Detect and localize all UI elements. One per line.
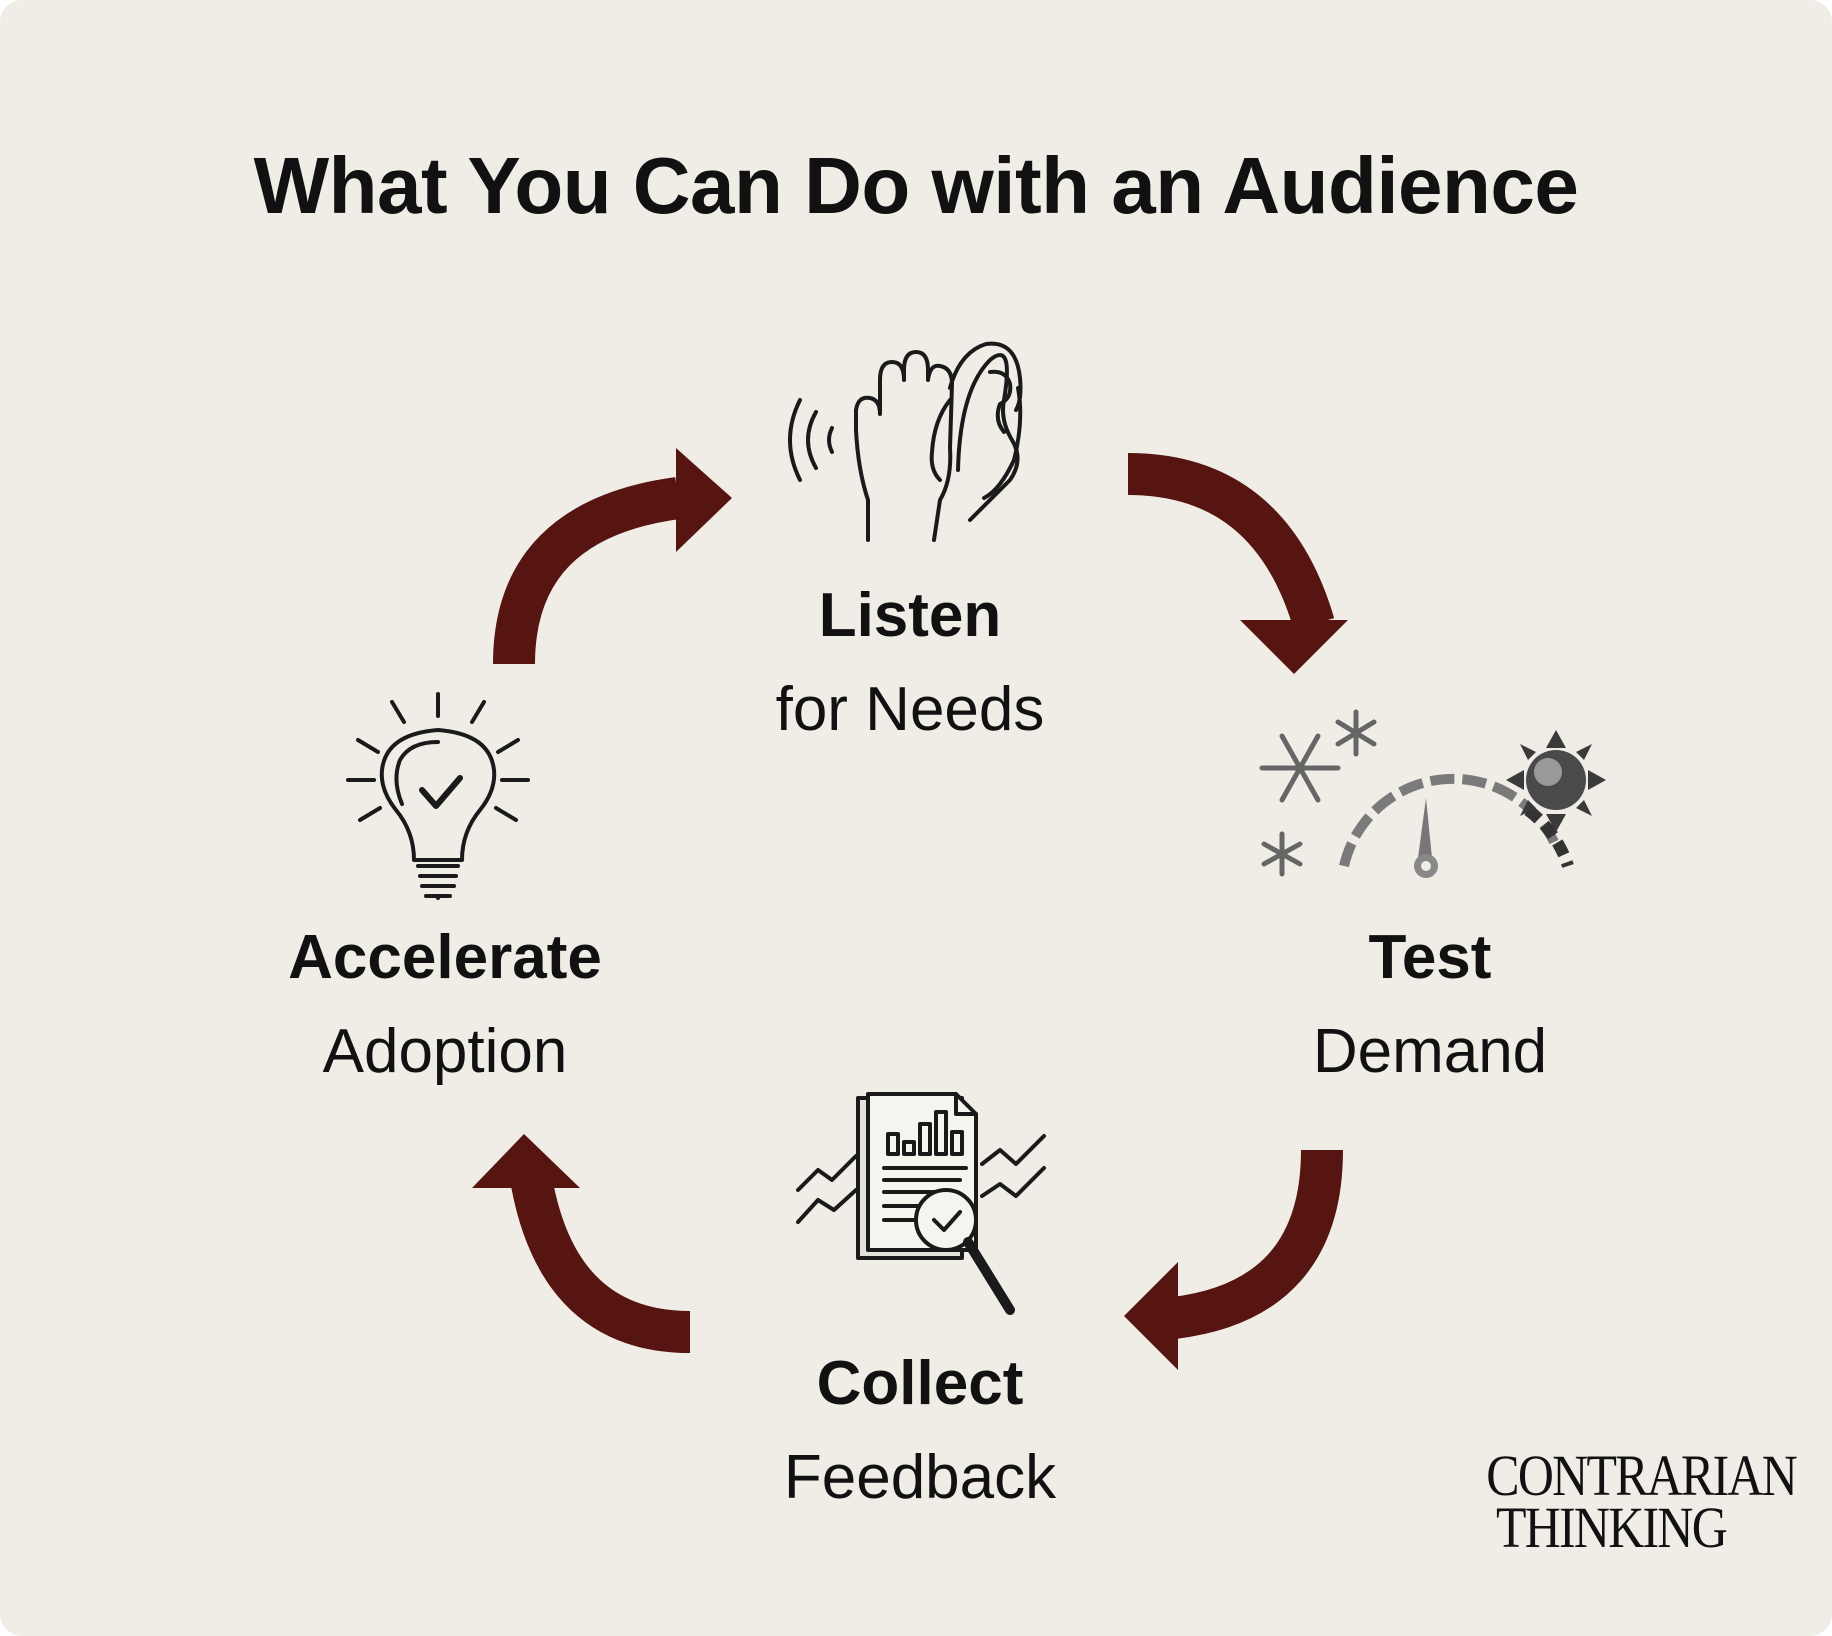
step-test-heading: Test: [1368, 923, 1492, 992]
arrow-accelerate-to-listen: [493, 448, 732, 665]
listening-ear-hand-icon: [788, 341, 1023, 542]
report-magnifier-icon: [796, 1092, 1046, 1315]
arrow-test-to-collect: [1124, 1149, 1343, 1370]
step-listen-subtitle: for Needs: [775, 675, 1045, 744]
step-accelerate-heading: Accelerate: [288, 923, 602, 992]
step-collect: Collect Feedback: [700, 1348, 1140, 1514]
step-listen: Listen for Needs: [700, 580, 1120, 746]
brand-line-2: THINKING: [1495, 1495, 1728, 1560]
step-test-subtitle: Demand: [1312, 1017, 1548, 1086]
step-accelerate: Accelerate Adoption: [220, 922, 670, 1088]
lightbulb-check-icon: [346, 692, 530, 900]
step-listen-heading: Listen: [818, 581, 1002, 650]
step-test: Test Demand: [1200, 922, 1660, 1088]
brand-logo: CONTRARIAN THINKING: [1486, 1443, 1798, 1560]
cycle-arrows: [472, 448, 1348, 1370]
arrow-collect-to-accelerate: [472, 1134, 691, 1353]
gauge-snow-sun-icon: [1259, 709, 1606, 878]
arrow-listen-to-test: [1127, 453, 1348, 674]
step-collect-heading: Collect: [816, 1349, 1024, 1418]
brand-line-1: CONTRARIAN: [1486, 1443, 1798, 1508]
step-collect-subtitle: Feedback: [783, 1443, 1057, 1512]
page-title: What You Can Do with an Audience: [253, 141, 1579, 230]
step-accelerate-subtitle: Adoption: [322, 1017, 568, 1086]
